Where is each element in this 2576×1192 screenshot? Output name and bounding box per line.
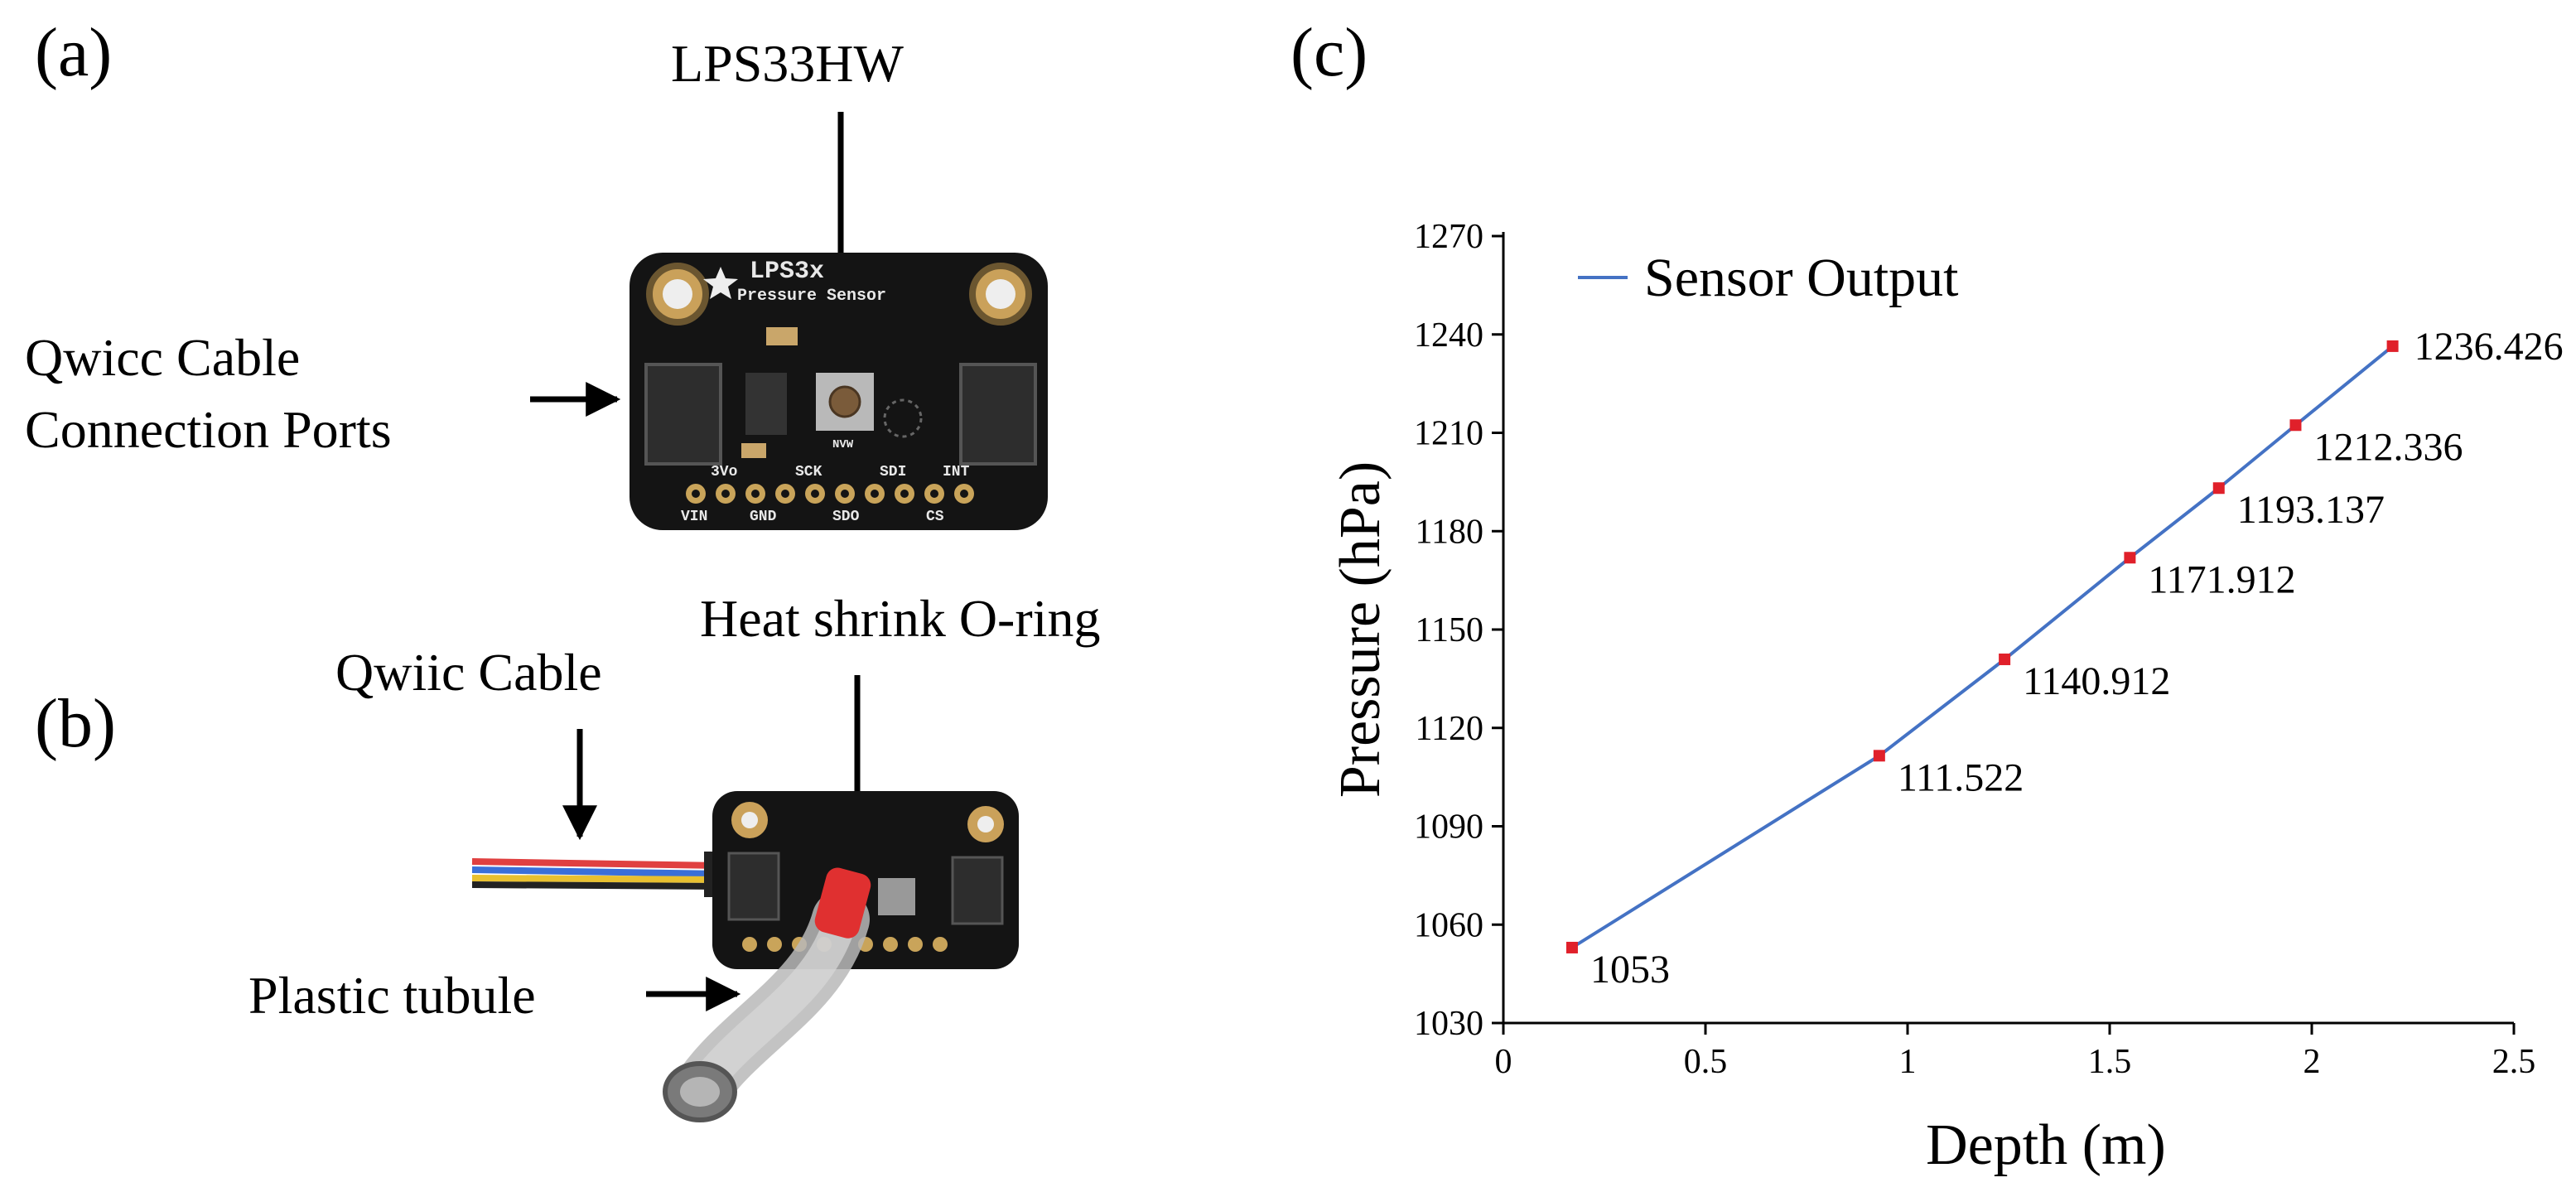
data-label: 1212.336 [2313, 425, 2463, 469]
y-tick-label: 1120 [1416, 710, 1483, 748]
assembled-sensor-photo [471, 675, 1019, 1122]
ports-callout-line2: Connection Ports [25, 400, 392, 459]
data-label: 1236.426 [2414, 325, 2564, 369]
data-point [2386, 340, 2399, 352]
chart-legend: Sensor Output [1578, 248, 1959, 308]
sensor-board-photo: LPS3x Pressure Sensor NVW 3Vo SCK SDI IN… [530, 112, 1048, 530]
heat-shrink-oring [814, 867, 871, 939]
data-point [1873, 750, 1885, 762]
tubule-callout: Plastic tubule [248, 966, 536, 1025]
y-tick-label: 1090 [1414, 808, 1483, 847]
data-point [2124, 552, 2136, 564]
data-point [1565, 941, 1578, 953]
chart-axes [1502, 232, 2514, 1025]
chart-ticks: 0 0.5 1 1.5 2 2.5 1030 1060 1090 1120 1150 1180 1210… [1414, 218, 2535, 1081]
y-tick-label: 1150 [1416, 611, 1483, 649]
panel-a-label: (a) [35, 14, 113, 91]
pin-label-sck: SCK [795, 464, 822, 480]
oring-callout: Heat shrink O-ring [700, 589, 1101, 648]
x-tick-label: 2.5 [2492, 1043, 2536, 1081]
cable-callout: Qwiic Cable [335, 643, 602, 702]
lps3x-board: LPS3x Pressure Sensor NVW 3Vo SCK SDI IN… [630, 253, 1048, 530]
data-point [2289, 419, 2302, 432]
chip-callout: LPS33HW [671, 34, 904, 93]
data-label: 111.522 [1898, 755, 2024, 799]
x-tick-label: 0 [1495, 1043, 1512, 1081]
chart-series: 1053 111.522 1140.912 1171.912 1193.137 1212.… [1565, 325, 2564, 992]
data-point [1999, 653, 2011, 665]
y-tick-label: 1060 [1414, 906, 1483, 944]
data-point [2212, 482, 2225, 495]
y-axis-title: Pressure (hPa) [1329, 461, 1392, 798]
pin-label-3vo: 3Vo [711, 464, 737, 480]
pin-label-gnd: GND [750, 509, 777, 525]
board-name: LPS3x [750, 258, 824, 286]
data-label: 1140.912 [2023, 659, 2170, 703]
pin-label-int: INT [943, 464, 970, 480]
panel-c-label: (c) [1290, 14, 1368, 91]
series-line-sensor-output [1570, 345, 2394, 949]
data-label: 1193.137 [2237, 488, 2385, 532]
y-tick-label: 1210 [1414, 415, 1483, 453]
x-tick-label: 2 [2303, 1043, 2321, 1081]
y-tick-label: 1240 [1414, 316, 1483, 355]
data-label: 1171.912 [2148, 557, 2295, 601]
pin-label-sdo: SDO [832, 509, 860, 525]
legend-label: Sensor Output [1644, 248, 1959, 308]
plastic-tubule [663, 890, 870, 1122]
x-tick-label: 1 [1899, 1043, 1917, 1081]
chip-marking: NVW [832, 438, 854, 451]
x-tick-label: 1.5 [2088, 1043, 2132, 1081]
pin-label-sdi: SDI [880, 464, 906, 480]
panel-b-label: (b) [35, 685, 116, 762]
data-label: 1053 [1590, 948, 1670, 992]
y-tick-label: 1030 [1414, 1005, 1483, 1043]
pin-label-vin: VIN [681, 509, 707, 525]
x-tick-label: 0.5 [1684, 1043, 1728, 1081]
pin-label-cs: CS [926, 509, 944, 525]
board-subtitle: Pressure Sensor [737, 287, 886, 306]
y-tick-label: 1180 [1416, 513, 1483, 551]
y-tick-label: 1270 [1414, 218, 1483, 256]
x-axis-title: Depth (m) [1926, 1113, 2166, 1177]
ports-callout-line1: Qwicc Cable [25, 328, 301, 387]
